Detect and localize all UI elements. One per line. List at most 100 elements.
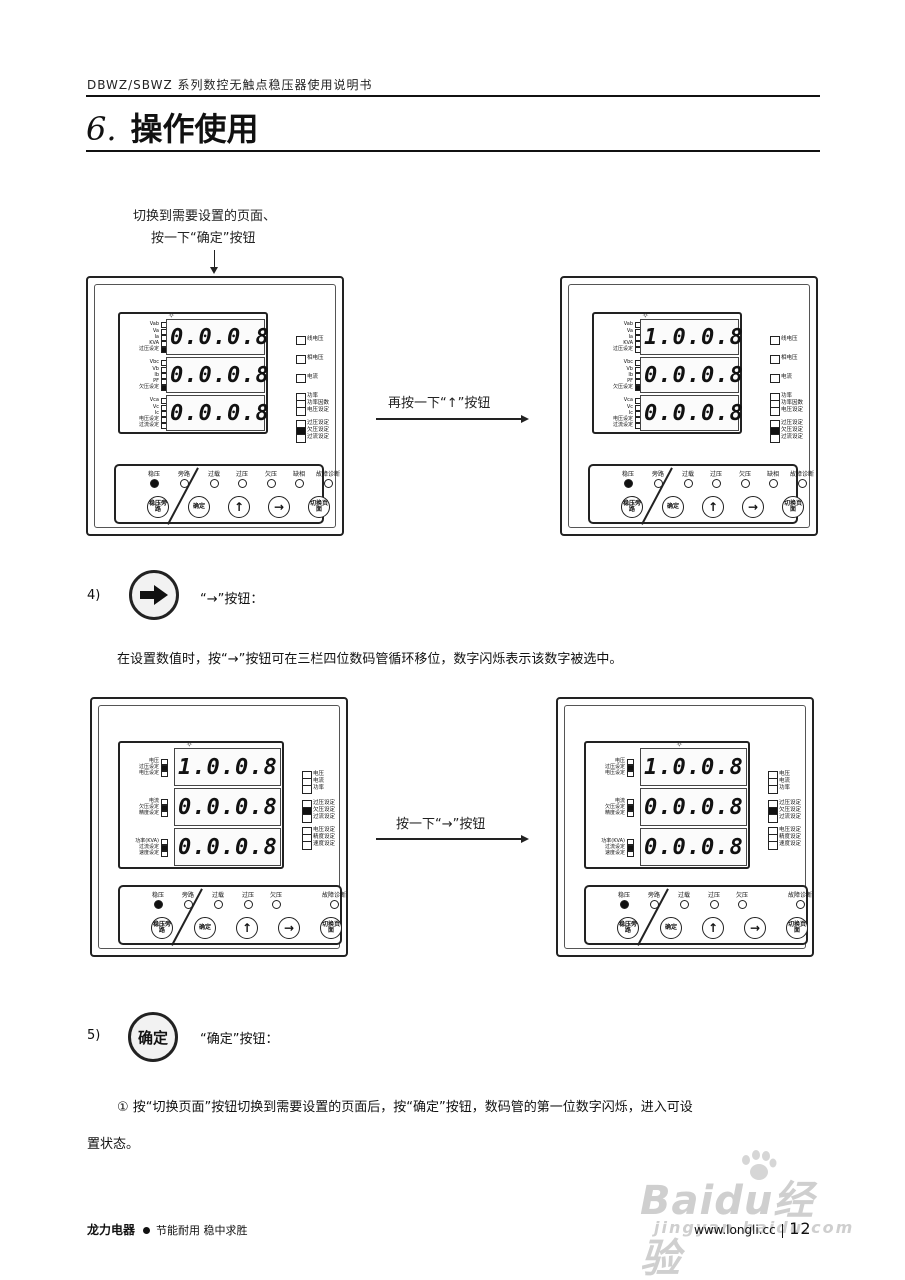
panel-frame — [98, 705, 340, 949]
blink-indicator-icon: ✧ — [676, 740, 683, 749]
switch-page-button[interactable]: 切换页面 — [320, 917, 342, 939]
seven-segment-digits: 1.0.0.8 — [178, 755, 278, 781]
status-led — [324, 479, 333, 488]
status-led — [620, 900, 629, 909]
led-label: 故障诊断 — [315, 471, 340, 478]
row-label: 电压设定 — [123, 770, 169, 778]
digit-display: 0.0.0.8 — [166, 395, 269, 431]
row-label: 电压 — [589, 758, 635, 765]
row-label: 精度设定 — [589, 810, 635, 818]
step-4-label: “→”按钮： — [200, 592, 264, 607]
stabilize-bypass-button[interactable]: 稳压旁路 — [617, 917, 639, 939]
indicator-item: 电压设定 — [302, 827, 335, 836]
led-label: 旁路 — [651, 471, 664, 478]
led-label: 过压 — [241, 892, 254, 899]
digit-display: 0.0.0.8 — [640, 395, 743, 431]
seven-segment-digits: 0.0.0.8 — [644, 401, 744, 427]
digit-display: 0.0.0.8 — [166, 357, 269, 393]
indicator-item: 功率因数 — [770, 400, 803, 409]
led-label: 过载 — [677, 892, 690, 899]
right-button[interactable]: → — [268, 496, 290, 518]
led-label: 故障诊断 — [789, 471, 814, 478]
indicator-item: 过压设定 — [768, 800, 801, 809]
confirm-button[interactable]: 确定 — [188, 496, 210, 518]
row-label: 过流设定 — [123, 422, 169, 430]
seven-segment-digits: 1.0.0.8 — [644, 755, 744, 781]
indicator-item: 功率 — [302, 785, 335, 794]
led-label: 欠压 — [735, 892, 748, 899]
switch-page-button[interactable]: 切换页面 — [308, 496, 330, 518]
status-led — [154, 900, 163, 909]
section-title: 6. 操作使用 — [86, 104, 259, 150]
row-label-group: 电流欠压设定精度设定 — [589, 798, 635, 818]
confirm-button-text: 确定 — [137, 1028, 168, 1047]
row-label-group: 电压过压设定电压设定 — [589, 758, 635, 778]
up-button[interactable]: ↑ — [228, 496, 250, 518]
confirm-button[interactable]: 确定 — [662, 496, 684, 518]
right-button[interactable]: → — [744, 917, 766, 939]
seven-segment-digits: 0.0.0.8 — [170, 325, 270, 351]
row-label-group: 电流欠压设定精度设定 — [123, 798, 169, 818]
keypad: 稳压旁路过载过压欠压故障诊断稳压旁路确定↑→切换页面 — [118, 885, 346, 946]
indicator-item: 过流设定 — [770, 434, 803, 443]
led-label: 缺相 — [766, 471, 779, 478]
up-button[interactable]: ↑ — [702, 917, 724, 939]
confirm-button-icon: 确定 — [128, 1012, 178, 1062]
section-number: 6. — [86, 110, 117, 148]
indicator-item: 过压设定 — [296, 420, 329, 429]
right-button[interactable]: → — [742, 496, 764, 518]
right-button[interactable]: → — [278, 917, 300, 939]
indicator-item: 电压 — [302, 771, 335, 780]
switch-page-button[interactable]: 切换页面 — [782, 496, 804, 518]
status-led — [214, 900, 223, 909]
paw-icon — [742, 1150, 777, 1180]
indicator-item: 相电压 — [296, 355, 329, 364]
status-led — [244, 900, 253, 909]
seven-segment-digits: 0.0.0.8 — [170, 401, 270, 427]
stabilize-bypass-button[interactable]: 稳压旁路 — [147, 496, 169, 518]
row-label: 过压设定 — [589, 764, 635, 772]
confirm-button[interactable]: 确定 — [660, 917, 682, 939]
arrow-right-icon — [140, 585, 168, 605]
row-label: 欠压设定 — [597, 384, 643, 392]
step-5-label: “确定”按钮： — [200, 1032, 279, 1047]
stabilize-bypass-button[interactable]: 稳压旁路 — [621, 496, 643, 518]
step-4-text: 在设置数值时，按“→”按钮可在三栏四位数码管循环移位，数字闪烁表示该数字被选中。 — [117, 652, 623, 667]
status-led — [150, 479, 159, 488]
digit-display: 1.0.0.8 — [640, 319, 743, 355]
seven-segment-digits: 0.0.0.8 — [178, 795, 278, 821]
section-title-text: 操作使用 — [130, 110, 259, 148]
seven-segment-digits: 0.0.0.8 — [644, 835, 744, 861]
stabilize-bypass-button[interactable]: 稳压旁路 — [151, 917, 173, 939]
step-4-number: 4) — [87, 588, 101, 603]
led-label: 过载 — [207, 471, 220, 478]
indicator-item: 欠压设定 — [768, 807, 801, 816]
indicator-item: 欠压设定 — [302, 807, 335, 816]
status-led — [210, 479, 219, 488]
digit-display: 1.0.0.8 — [174, 748, 281, 786]
row-label: 电流 — [123, 798, 169, 805]
panel-frame — [564, 705, 806, 949]
panel-frame — [568, 284, 810, 528]
status-led — [180, 479, 189, 488]
row-label: 过流设定 — [597, 422, 643, 430]
up-button[interactable]: ↑ — [702, 496, 724, 518]
indicator-item: 精度设定 — [302, 834, 335, 843]
up-button[interactable]: ↑ — [236, 917, 258, 939]
seven-segment-digits: 0.0.0.8 — [644, 363, 744, 389]
confirm-button[interactable]: 确定 — [194, 917, 216, 939]
led-label: 缺相 — [292, 471, 305, 478]
status-led — [680, 900, 689, 909]
switch-page-button[interactable]: 切换页面 — [786, 917, 808, 939]
row-label: 电压 — [123, 758, 169, 765]
row-label: 过压设定 — [123, 346, 169, 354]
status-led — [650, 900, 659, 909]
status-led — [267, 479, 276, 488]
indicator-item: 电流 — [302, 778, 335, 787]
